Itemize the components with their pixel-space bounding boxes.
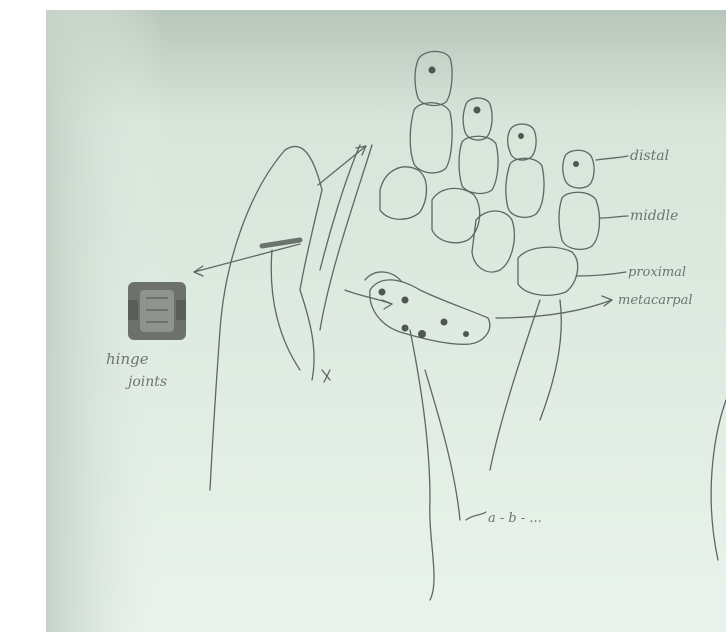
hinge-joint-label-line1: hinge (106, 350, 149, 368)
bottom-note: a - b - ... (488, 511, 542, 526)
label-distal: distal (630, 148, 669, 164)
hinge-joint-icon (128, 282, 186, 340)
label-metacarpal: metacarpal (618, 293, 692, 308)
label-proximal: proximal (628, 265, 686, 280)
hinge-joint-label-line2: joints (125, 374, 167, 390)
label-middle: middle (630, 208, 678, 224)
